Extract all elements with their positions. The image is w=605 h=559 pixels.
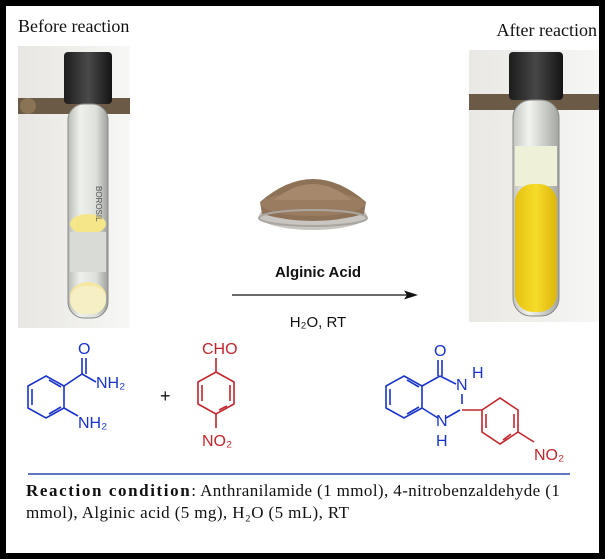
reaction-arrow — [232, 290, 418, 300]
reagent-label: Alginic Acid — [274, 264, 362, 281]
conditions-label: H₂O, RT — [289, 314, 347, 331]
product-h1: H — [436, 433, 448, 450]
before-reaction-label: Before reaction — [18, 16, 130, 36]
anthranilamide-amine-group: NH₂ — [78, 415, 107, 432]
nitro-group-product: NO₂ — [534, 447, 564, 464]
nitrophenyl-substituent-structure — [462, 397, 535, 445]
caption-lead: Reaction condition — [26, 481, 192, 500]
alginic-acid-bowl — [258, 179, 368, 230]
reaction-condition-caption: Reaction condition: Anthranilamide (1 mm… — [26, 480, 586, 524]
anthranilamide-amide-group: NH₂ — [96, 375, 125, 392]
nitro-group-reactant: NO₂ — [202, 433, 232, 450]
after-reaction-photo — [469, 50, 599, 322]
nitrobenzaldehyde-structure — [197, 358, 235, 428]
svg-text:BOROSIL: BOROSIL — [94, 186, 103, 222]
product-carbonyl-o: O — [434, 343, 446, 360]
reaction-scheme: O NH₂ NH₂ + CHO NO₂ — [27, 341, 564, 464]
product-h3: H — [472, 365, 484, 382]
after-reaction-label: After reaction — [496, 20, 597, 40]
reaction-figure: Before reaction After reaction — [6, 6, 599, 553]
product-n1: N — [436, 413, 448, 430]
anthranilamide-structure — [27, 358, 97, 419]
caption-divider — [28, 473, 570, 475]
product-n3: N — [456, 377, 468, 394]
anthranilamide-carbonyl-o: O — [78, 341, 90, 358]
aldehyde-group: CHO — [202, 341, 238, 358]
quinazolinone-core-structure — [385, 360, 463, 419]
caption-text: : Anthranilamide (1 mmol), 4-nitrobenzal… — [26, 481, 561, 522]
plus-sign: + — [160, 386, 171, 406]
before-reaction-photo: BOROSIL — [18, 46, 130, 328]
